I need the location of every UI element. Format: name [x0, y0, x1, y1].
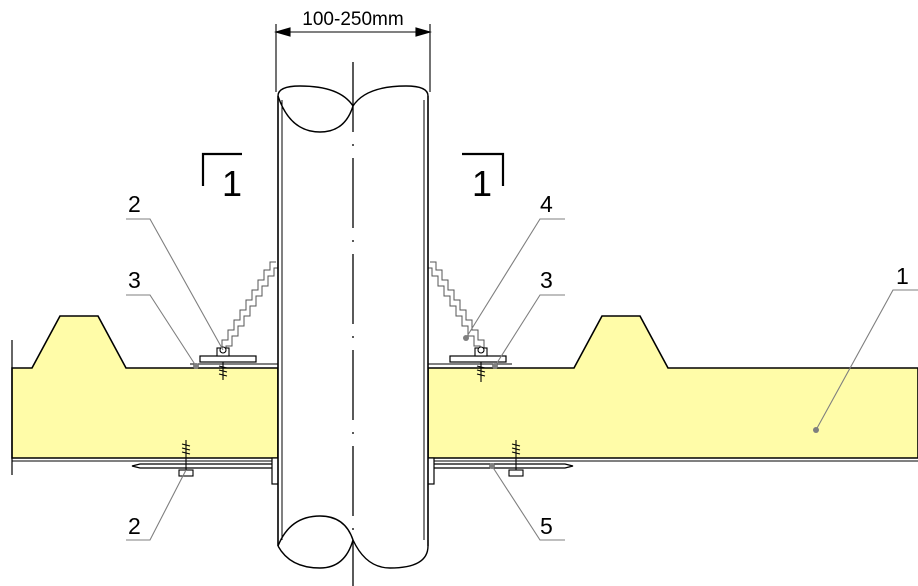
- bottom-flashing-right: [425, 457, 574, 485]
- dimension-label: 100-250mm: [302, 9, 403, 30]
- callout-2-bottom: 2: [128, 513, 141, 539]
- screw-bottom-right: [508, 440, 524, 477]
- top-flange-left: [190, 355, 278, 365]
- pipe: [277, 62, 429, 586]
- sandwich-panel-left: [11, 315, 279, 475]
- leader-lines: [126, 218, 918, 541]
- callout-1: 1: [896, 263, 909, 289]
- section-mark-left-label: 1: [222, 163, 242, 204]
- stepped-flashing-left: [221, 261, 279, 352]
- stepped-flashing-right: [427, 261, 485, 352]
- screw-top-left: [216, 346, 230, 380]
- callout-5: 5: [540, 513, 553, 539]
- dimension-line: [273, 24, 433, 92]
- leader-dots: [193, 335, 819, 469]
- sandwich-panel-right: [427, 315, 918, 462]
- callout-3-right: 3: [540, 267, 553, 293]
- panel-core-left: [11, 315, 279, 459]
- bottom-flashing-left: [131, 457, 281, 485]
- callout-3-left: 3: [128, 267, 141, 293]
- callout-2-top: 2: [128, 191, 141, 217]
- section-mark-right-label: 1: [472, 163, 492, 204]
- callout-4: 4: [540, 191, 553, 217]
- screw-top-right: [474, 346, 488, 382]
- panel-core-right: [427, 315, 918, 459]
- section-mark-right: 1: [462, 152, 505, 204]
- section-mark-left: 1: [201, 152, 242, 204]
